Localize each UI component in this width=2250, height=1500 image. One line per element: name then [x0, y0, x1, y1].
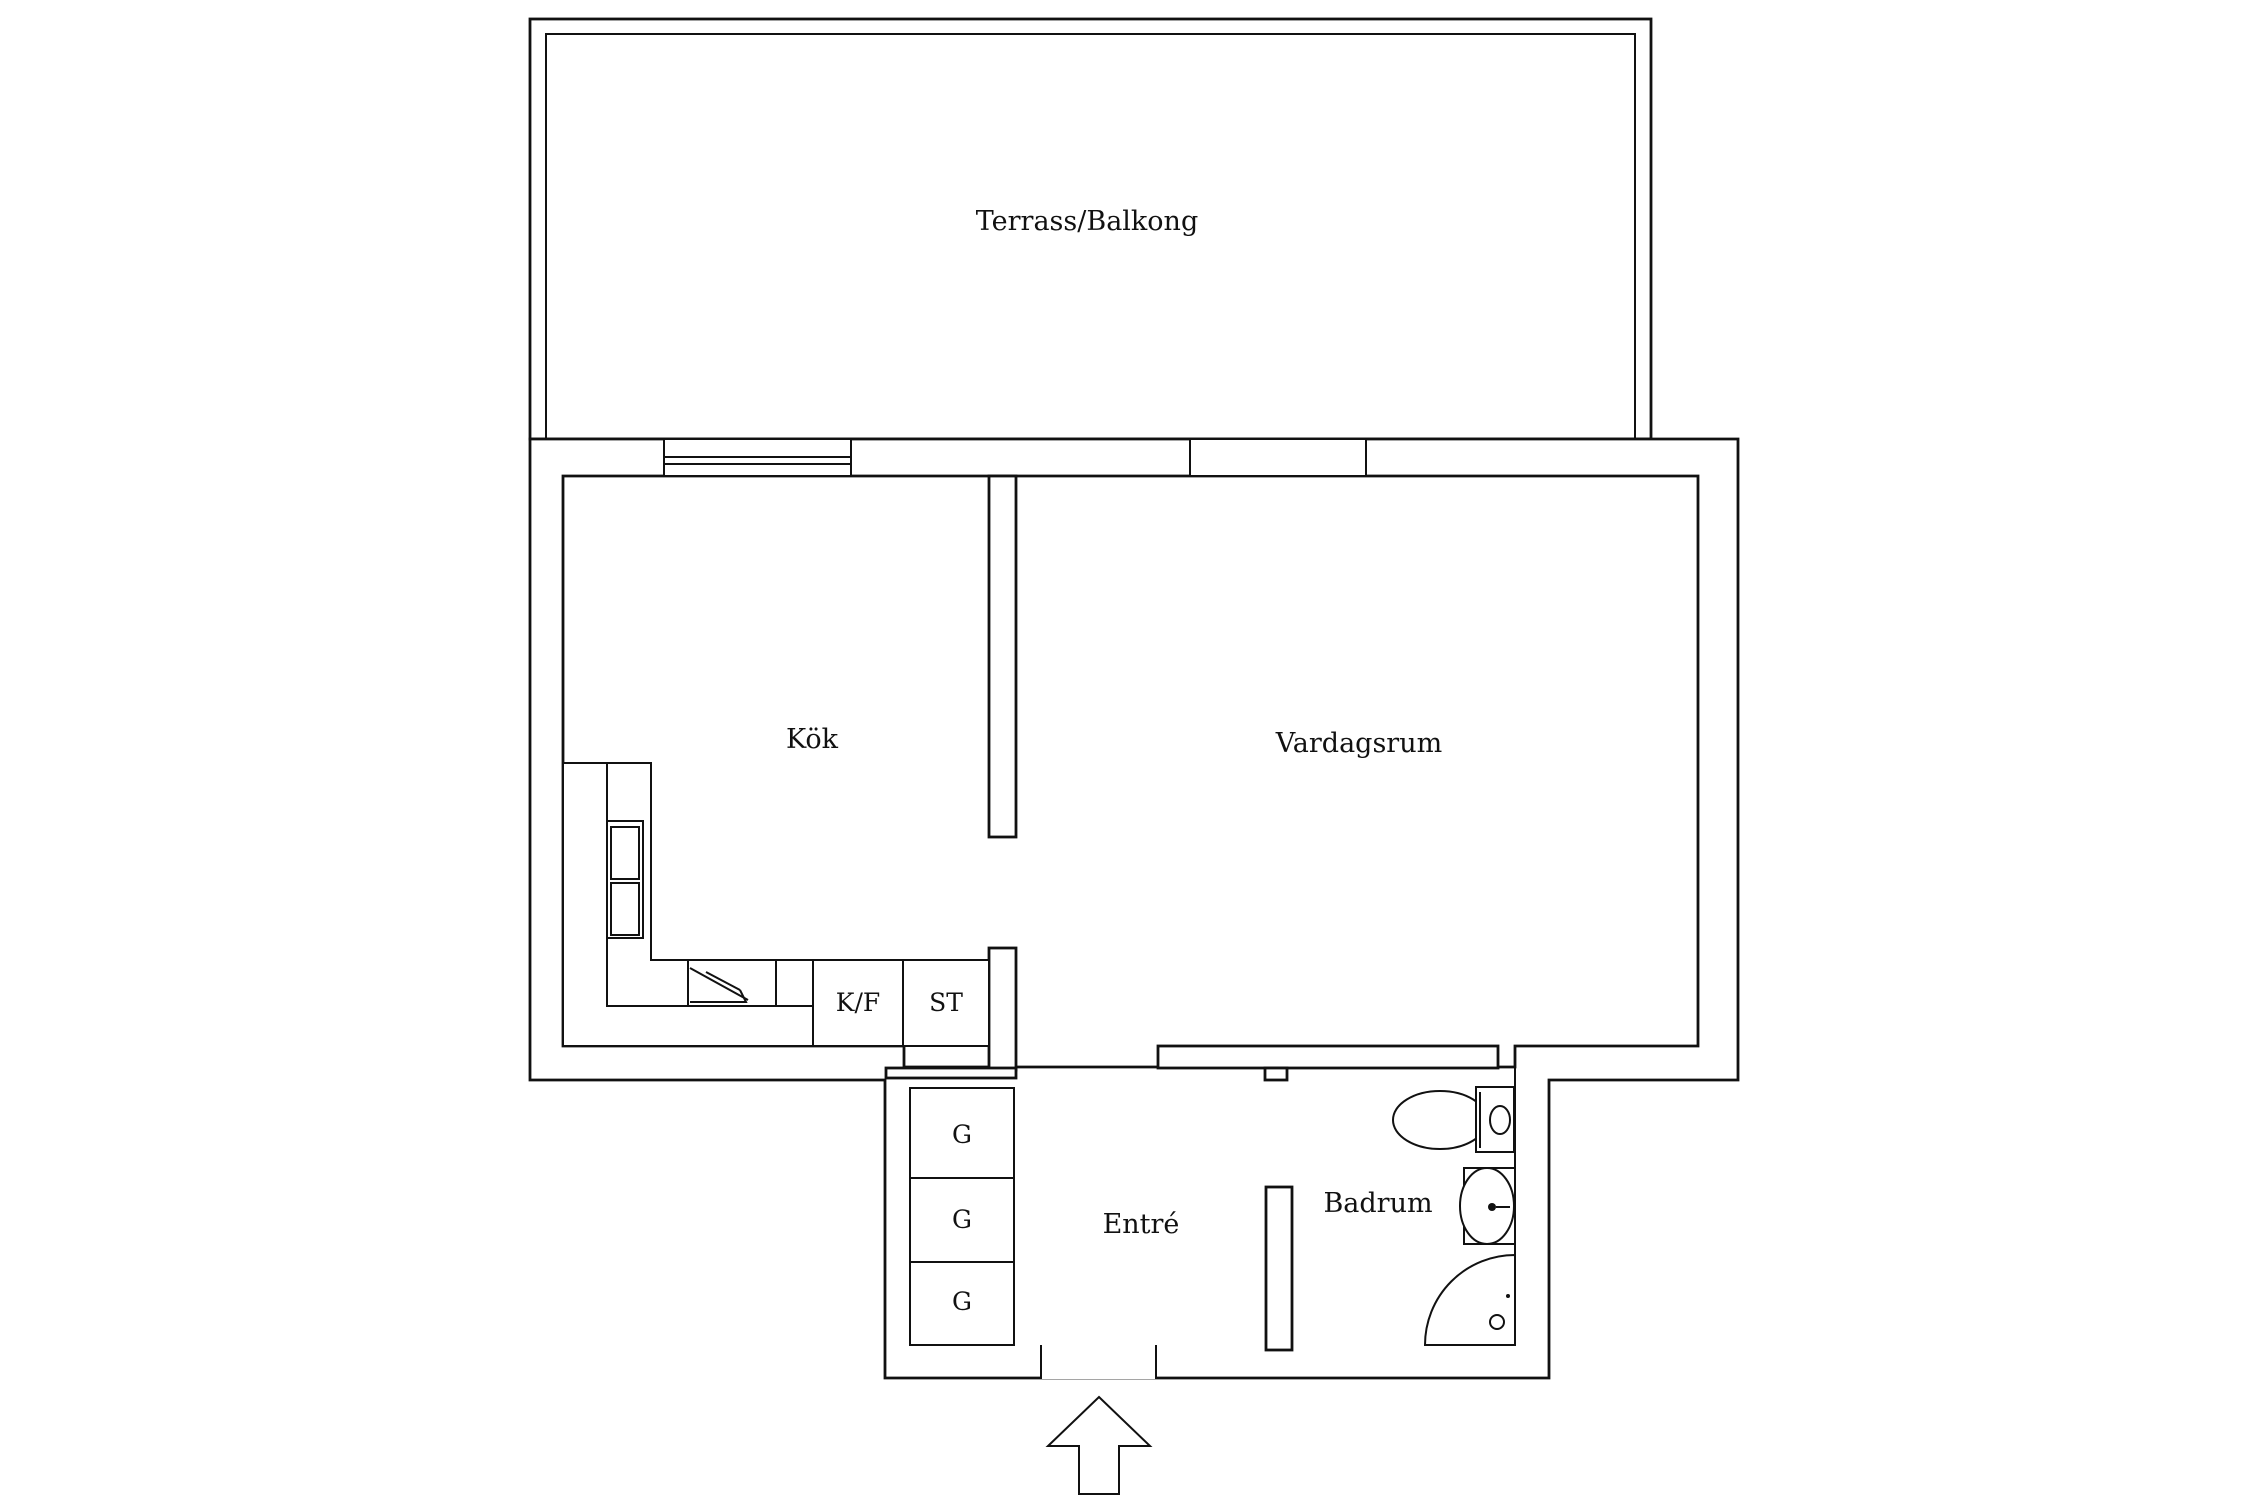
terrace-railing — [545, 33, 1636, 439]
wardrobe-label-1: G — [952, 1120, 972, 1149]
closet-top-wall — [884, 1066, 1018, 1080]
terrace-window — [663, 440, 852, 475]
toilet-icon — [1392, 1086, 1515, 1153]
kitchen-entrance-wall — [987, 946, 1018, 1072]
bathroom-west-wall — [1264, 1185, 1294, 1352]
entrance-label: Entré — [1103, 1209, 1180, 1240]
wardrobe-label-3: G — [952, 1287, 972, 1316]
living-room-label: Vardagsrum — [1275, 728, 1442, 759]
fridge-freezer-label: K/F — [836, 988, 880, 1017]
stove: ST — [902, 959, 990, 1047]
fridge-freezer: K/F — [812, 959, 904, 1047]
entrance-arrow-icon — [1045, 1395, 1153, 1495]
entrance-door-opening — [1040, 1345, 1157, 1379]
terrace — [528, 17, 1653, 441]
terrace-door-opening — [1189, 439, 1367, 476]
terrace-outline — [528, 17, 1653, 441]
shower-icon — [1423, 1253, 1516, 1346]
dishwasher-icon — [687, 959, 777, 1007]
washbasin-icon — [1459, 1167, 1516, 1245]
kitchen-counter — [562, 762, 814, 1047]
wardrobes: G G G — [909, 1087, 1015, 1346]
wardrobe-label-2: G — [952, 1205, 972, 1234]
terrace-label: Terrass/Balkong — [976, 206, 1198, 237]
kitchen-living-wall — [987, 474, 1018, 839]
kitchen-label: Kök — [786, 724, 839, 755]
wall-notch — [1263, 1066, 1289, 1082]
bathroom-north-wall — [1156, 1044, 1500, 1070]
stove-label: ST — [929, 988, 963, 1017]
bathroom-label: Badrum — [1323, 1188, 1432, 1219]
